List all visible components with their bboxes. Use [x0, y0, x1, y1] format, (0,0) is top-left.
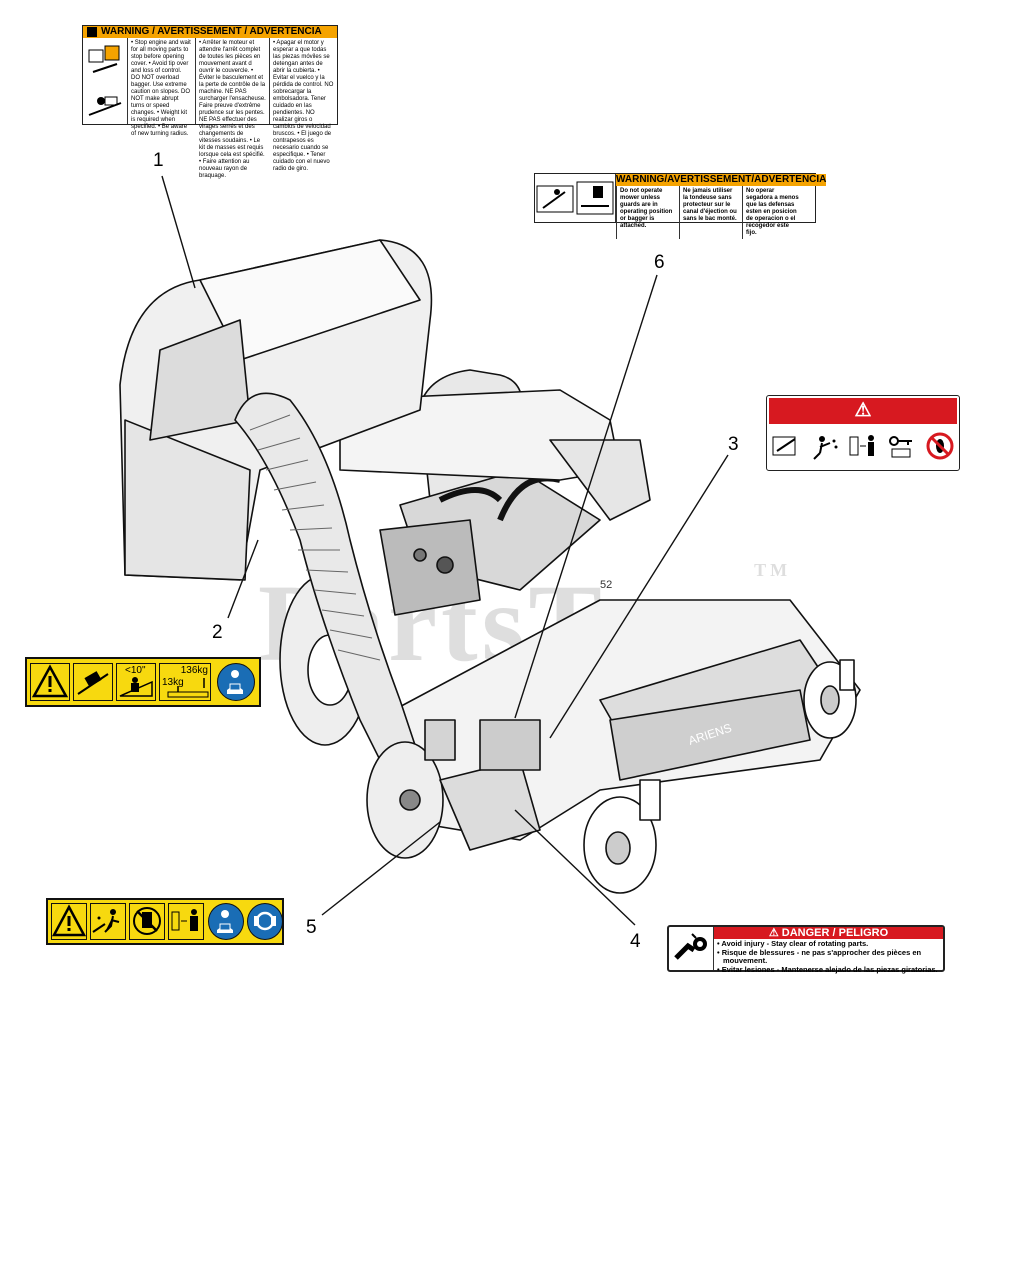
decal-discharge-strip	[46, 898, 284, 945]
blower-housing	[366, 741, 444, 859]
alert-triangle-icon: ⚠	[768, 927, 779, 939]
leader-line-5	[321, 821, 441, 916]
blower-chute	[439, 759, 541, 851]
rollover-pictogram	[77, 671, 109, 695]
rotating-parts-pictogram	[674, 932, 707, 960]
slope-pictogram	[119, 677, 153, 697]
read-manual-icon	[217, 910, 233, 933]
callout-1: 1	[153, 150, 164, 171]
pictogram-column	[83, 38, 127, 124]
seat-back	[419, 369, 523, 501]
weight-box: 136kg 13kg	[159, 663, 211, 701]
leader-line-1	[161, 175, 196, 289]
guard-pictogram	[576, 181, 614, 215]
decal-line-fr: • Risque de blessures - ne pas s'approch…	[717, 947, 922, 957]
no-riders-pictogram	[926, 432, 954, 460]
read-manual-icon	[227, 670, 243, 694]
weight-top-label: 136kg	[180, 665, 208, 676]
decal-slope-weight-strip: <10" 136kg 13kg	[25, 657, 261, 707]
remove-key-pictogram	[889, 436, 913, 458]
alert-triangle-icon: ⚠	[854, 400, 872, 421]
pictogram-area	[669, 927, 714, 970]
alert-triangle-box	[30, 663, 70, 701]
keep-distance-box	[168, 903, 204, 940]
control-arm	[497, 475, 561, 522]
alert-triangle-icon	[31, 664, 69, 698]
decal-danger-pictograms: ⚠ DANGER/PELIGRO	[766, 395, 960, 471]
read-manual-box	[208, 903, 244, 940]
callout-4: 4	[630, 931, 641, 952]
decal-header: ⚠ DANGER/PELIGRO	[769, 398, 957, 447]
decal-text-fr: • Arrêter le moteur et attendre l'arrêt …	[195, 38, 269, 179]
callout-2: 2	[212, 622, 223, 643]
keep-distance-pictogram	[849, 435, 874, 456]
control-arm	[438, 487, 503, 503]
decal-text-es: No operar segadora a menos que las defen…	[742, 186, 804, 239]
callout-6: 6	[654, 252, 665, 273]
thrown-object-pictogram	[92, 909, 120, 933]
deck-front-panel	[609, 689, 811, 781]
alert-triangle-box	[51, 903, 87, 940]
thrown-object-pictogram	[812, 436, 838, 460]
pictogram-area	[535, 174, 616, 222]
decal-text: • Avoid injury - Stay clear of rotating …	[714, 939, 943, 975]
weight-bottom-label: 13kg	[162, 677, 184, 688]
tip-over-pictogram	[88, 96, 122, 116]
decal-line-en: • Avoid injury - Stay clear of rotating …	[717, 939, 869, 948]
decal-line-fr-cont: mouvement.	[723, 956, 768, 965]
decal-bagger-warning: WARNING / AVERTISSEMENT / ADVERTENCIA • …	[82, 25, 338, 179]
decal-header: ⚠ DANGER / PELIGRO	[714, 927, 943, 939]
slope-angle-label: <10"	[125, 665, 146, 676]
front-caster-wheel	[583, 796, 657, 894]
discharge-pictogram	[536, 185, 574, 213]
brand-label: ARIENS	[687, 721, 734, 748]
bagger-hopper	[119, 239, 433, 581]
hand-cut-pictogram	[772, 436, 796, 456]
callout-5: 5	[306, 917, 317, 938]
no-hand-box	[129, 903, 165, 940]
slope-angle-box: <10"	[116, 663, 156, 701]
keep-distance-pictogram	[171, 909, 198, 931]
decal-header: WARNING/AVERTISSEMENT/ADVERTENCIA	[616, 174, 827, 186]
callout-3: 3	[728, 434, 739, 455]
tip-over-box	[73, 663, 113, 701]
read-manual-box	[217, 663, 255, 701]
decal-text-en: Do not operate mower unless guards are i…	[616, 186, 679, 239]
decal-rotating-parts-danger: ⚠ DANGER / PELIGRO • Avoid injury - Stay…	[667, 925, 945, 975]
thrown-object-box	[90, 903, 126, 940]
leader-line-4	[514, 809, 636, 926]
leader-line-2	[227, 539, 259, 619]
decal-text-en: • Stop engine and wait for all moving pa…	[127, 38, 195, 137]
decal-line-es: • Evitar lesiones - Mantenerse alejado d…	[717, 964, 938, 974]
no-hand-pictogram	[133, 907, 161, 935]
hearing-protection-box	[247, 903, 283, 940]
decal-text-es: • Apagar el motor y esperar a que todas …	[269, 38, 337, 172]
open-cover-pictogram	[88, 45, 120, 73]
alert-triangle-icon	[51, 904, 87, 937]
hearing-protection-icon	[254, 911, 276, 931]
decal-text-fr: Ne jamais utiliser la tondeuse sans prot…	[679, 186, 742, 239]
decal-header: WARNING / AVERTISSEMENT / ADVERTENCIA	[83, 26, 337, 38]
watermark: PartsTreeTM	[258, 560, 792, 684]
weight-pictogram	[167, 678, 209, 698]
front-caster-wheel	[803, 661, 857, 739]
decal-guards-warning: WARNING/AVERTISSEMENT/ADVERTENCIA Do not…	[534, 173, 827, 239]
